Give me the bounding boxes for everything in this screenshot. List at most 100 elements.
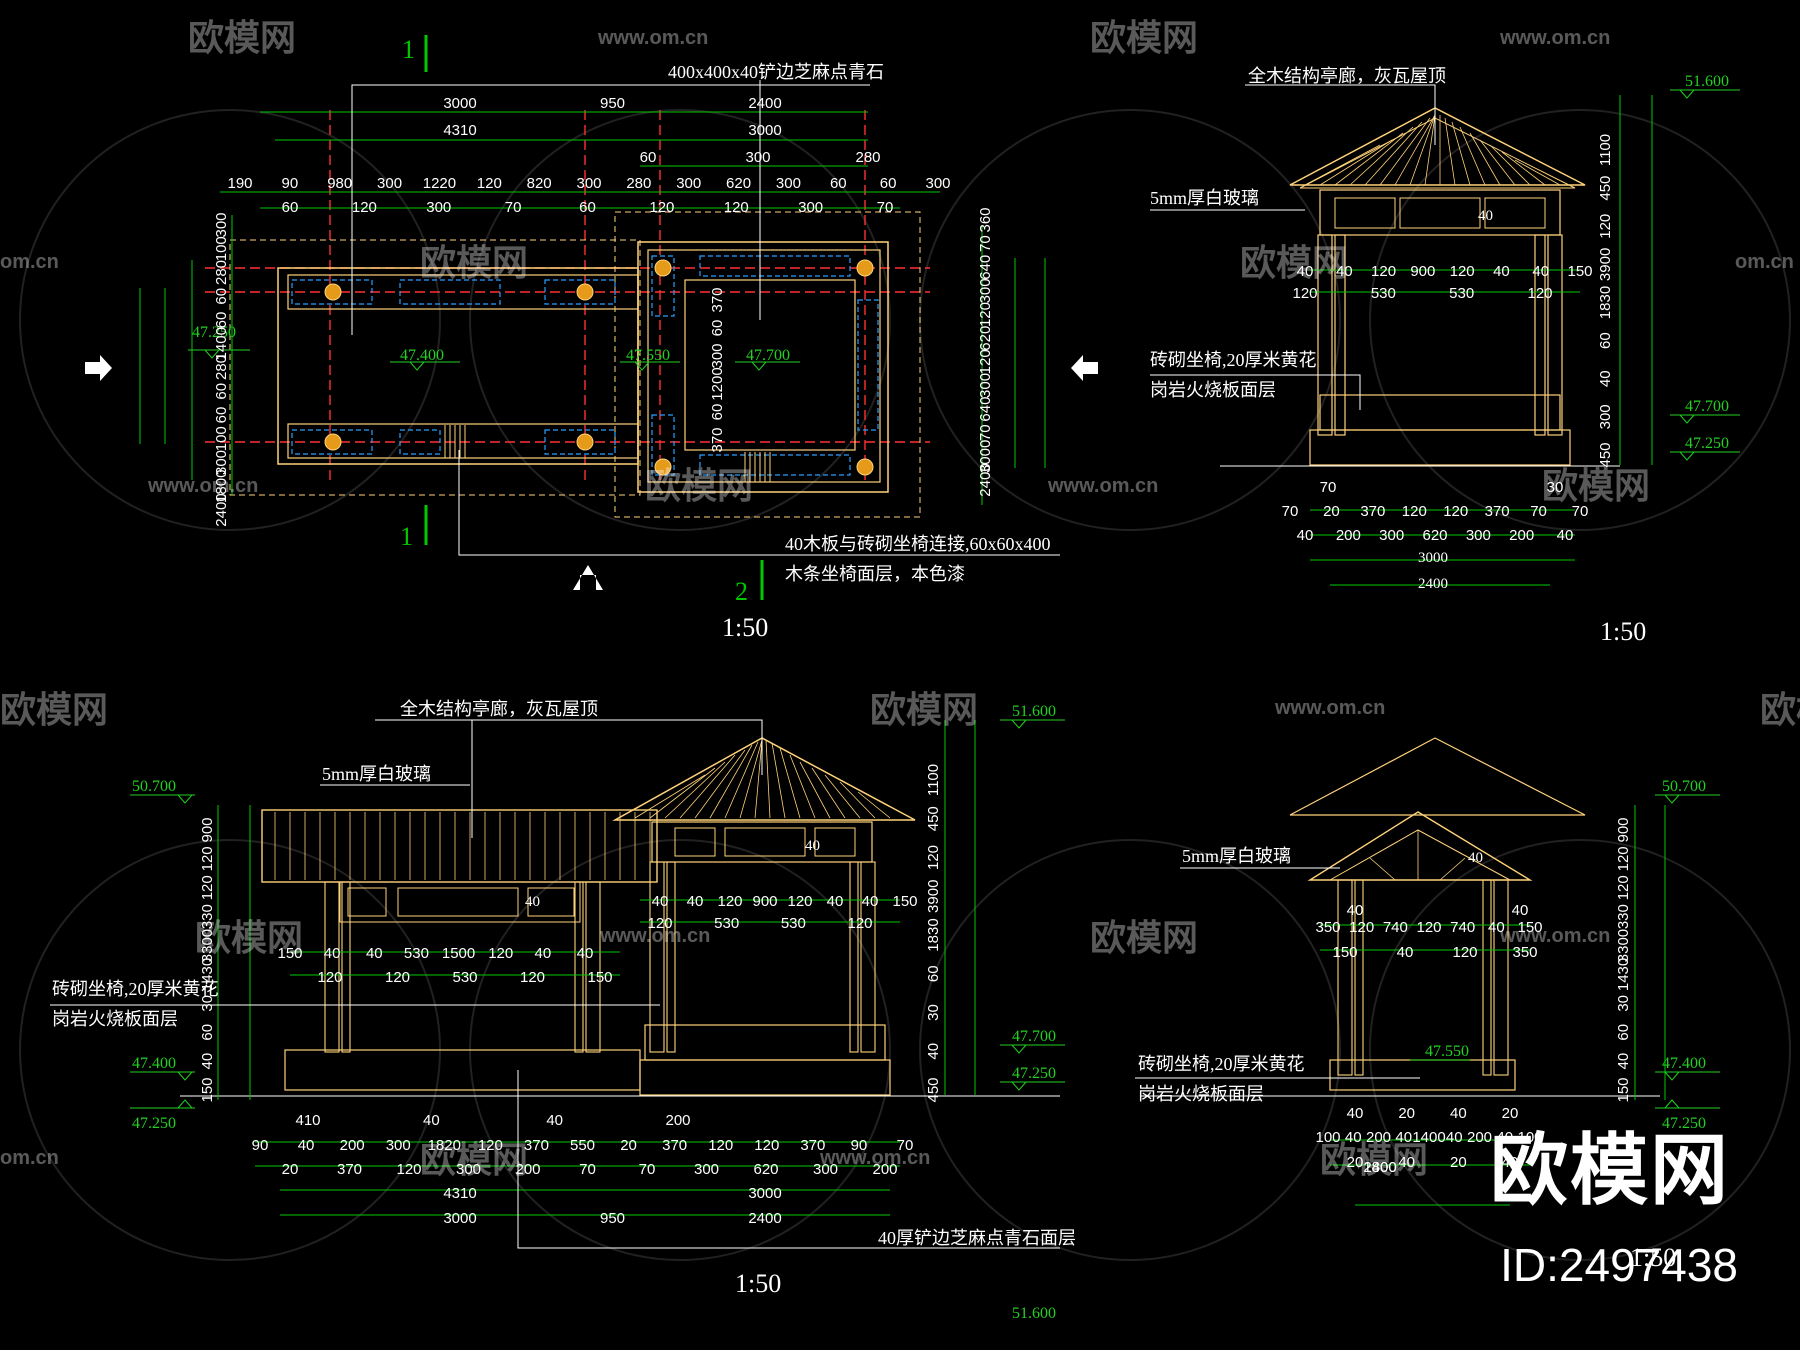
plan-section-mark-2: 2 <box>735 577 748 606</box>
dim-label: 40 <box>535 945 552 962</box>
dim-label: 3000 <box>748 1185 781 1202</box>
plan-scale: 1:50 <box>722 613 768 642</box>
watermark-brand: 欧模网 <box>1320 1139 1428 1180</box>
plan-columns <box>324 259 874 476</box>
dim-label: 1820 <box>428 1137 461 1154</box>
dim-label: 40 <box>1336 263 1353 280</box>
dim-label: 450 <box>1597 176 1614 201</box>
dim-label: 120 <box>385 969 410 986</box>
side-total-2: 2400 <box>1418 576 1448 592</box>
dim-label: 300 <box>813 1161 838 1178</box>
dim-label: 300 <box>377 175 402 192</box>
dim-label: 120 <box>717 893 742 910</box>
dim-label: 280 <box>855 149 880 166</box>
front-glass-gap: 40 <box>525 894 540 910</box>
dim-label: 120 <box>1597 214 1614 239</box>
dim-label: 150 <box>199 1077 216 1102</box>
watermark-url-short: om.cn <box>0 1147 59 1169</box>
watermark-url-short: om.cn <box>1735 251 1794 273</box>
dim-label: 90 <box>252 1137 269 1154</box>
section-truss <box>1340 830 1500 881</box>
dim-label: 2400 <box>748 1210 781 1227</box>
front-elev-47250: 47.250 <box>1012 1065 1056 1082</box>
section-bench-note-2: 岗岩火烧板面层 <box>1138 1084 1264 1104</box>
plan-section-mark-top: 1 <box>402 35 415 64</box>
front-dim-labels: 9001201203303300143030604015011004501203… <box>199 764 942 1227</box>
dim-label: 70 <box>579 1161 596 1178</box>
watermark-url: www.om.cn <box>147 475 258 497</box>
dim-label: 640 <box>977 397 994 422</box>
dim-label: 2400 <box>213 493 230 526</box>
dim-label: 300 <box>798 199 823 216</box>
dim-label: 300 <box>1379 527 1404 544</box>
dim-label: 40 <box>577 945 594 962</box>
dim-label: 1400 <box>213 327 230 360</box>
dim-label: 120 <box>754 1137 779 1154</box>
dim-label: 40 <box>298 1137 315 1154</box>
side-bench-note-2: 岗岩火烧板面层 <box>1150 380 1276 400</box>
dim-label: 100 <box>213 236 230 261</box>
dim-label: 150 <box>892 893 917 910</box>
dim-label: 150 <box>1615 1077 1632 1102</box>
dim-label: 300 <box>426 199 451 216</box>
dim-label: 60 <box>199 1024 216 1041</box>
dim-label: 20 <box>1450 1154 1467 1171</box>
dim-label: 620 <box>753 1161 778 1178</box>
dim-label: 70 <box>1572 503 1589 520</box>
dim-label: 4310 <box>443 122 476 139</box>
dim-label: 330 <box>199 904 216 929</box>
dim-label: 120 <box>199 875 216 900</box>
dim-label: 30 <box>925 1004 942 1021</box>
watermark-brand: 欧模网 <box>870 689 978 730</box>
side-elev-top: 51.600 <box>1685 73 1729 90</box>
section-bench-note-1: 砖砌坐椅,20厚米黄花 <box>1138 1054 1305 1074</box>
brand-logo-text: 欧模网 <box>1489 1126 1730 1214</box>
dim-label: 70 <box>1320 479 1337 496</box>
plan-callout-bottom-2: 木条坐椅面层，本色漆 <box>785 564 965 584</box>
dim-label: 2400 <box>748 95 781 112</box>
dim-label: 40 <box>1502 1154 1519 1171</box>
dim-label: 20 <box>282 1161 299 1178</box>
front-title: 全木结构亭廊，灰瓦屋顶 <box>400 699 598 719</box>
dim-label: 60 <box>709 320 726 337</box>
dim-label: 120 <box>708 1137 733 1154</box>
dim-label: 200 <box>515 1161 540 1178</box>
dim-label: 60 <box>709 404 726 421</box>
dim-label: 40 <box>1496 1129 1513 1146</box>
dim-label: 280 <box>213 355 230 380</box>
watermark-url: www.om.cn <box>1274 697 1385 719</box>
plan-elev-a: 47.250 <box>192 324 236 341</box>
front-bottom-cut: 51.600 <box>1012 1305 1056 1322</box>
dim-label: 40 <box>1512 902 1529 919</box>
dim-label: 40 <box>827 893 844 910</box>
dim-label: 70 <box>639 1161 656 1178</box>
dim-label: 450 <box>1597 442 1614 467</box>
dim-label: 70 <box>1530 503 1547 520</box>
dim-label: 620 <box>726 175 751 192</box>
dim-label: 900 <box>199 817 216 842</box>
dim-label: 40 <box>324 945 341 962</box>
front-elev-50700: 50.700 <box>132 778 176 795</box>
dim-label: 370 <box>1485 503 1510 520</box>
front-bench-note-2: 岗岩火烧板面层 <box>52 1009 178 1029</box>
dim-label: 60 <box>579 199 596 216</box>
plan-seats <box>291 255 879 476</box>
front-corridor-tiles <box>274 812 651 880</box>
dim-label: 100 <box>213 426 230 451</box>
dim-label: 120 <box>1527 285 1552 302</box>
dim-label: 190 <box>227 175 252 192</box>
dim-label: 40 <box>1488 919 1505 936</box>
dim-label: 370 <box>709 427 726 452</box>
dim-label: 300 <box>925 175 950 192</box>
dim-label: 740 <box>1383 919 1408 936</box>
dim-label: 70 <box>977 235 994 252</box>
watermark-brand: 欧模网 <box>188 17 296 58</box>
dim-label: 120 <box>1443 503 1468 520</box>
dim-label: 530 <box>1371 285 1396 302</box>
front-bench-note-1: 砖砌坐椅,20厚米黄花 <box>52 979 219 999</box>
dim-label: 3000 <box>443 1210 476 1227</box>
dim-label: 450 <box>925 806 942 831</box>
dim-label: 410 <box>295 1112 320 1129</box>
dim-label: 20 <box>1502 1105 1519 1122</box>
